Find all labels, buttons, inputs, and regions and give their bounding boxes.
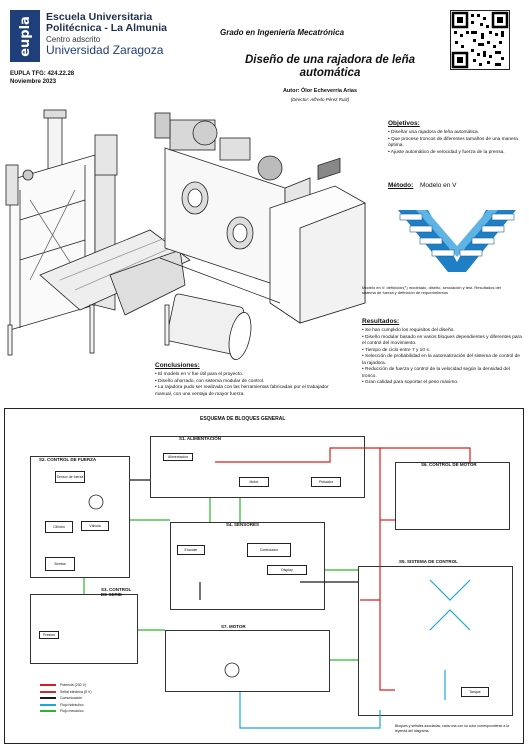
school-line-2: Politécnica - La Almunia	[46, 22, 167, 34]
objetivos-section: Objetivos: Diseñar una rajadora de leña …	[388, 120, 518, 156]
conclusiones-list: El modelo en V fue útil para el proyecto…	[155, 372, 340, 398]
objetivo-item: Que procese troncos de diferentes tamaño…	[388, 137, 518, 150]
legend-item: Flujo hidráulico	[40, 702, 92, 709]
subsystem-title: S2. CONTROL DE FUERZA	[39, 457, 97, 462]
resultado-item: Selección de probabilidad en la automati…	[362, 354, 522, 367]
diagram-legend: Potencia (230 V) Señal eléctrica (5 V) C…	[40, 682, 92, 715]
power-line	[215, 447, 381, 601]
subsystem-box: S1. ALIMENTACIÓN Alimentación Motor Puls…	[150, 436, 365, 498]
resultado-item: Diseño modular basado en varios bloques …	[362, 335, 522, 348]
resultados-section: Resultados: Se han cumplido los requisit…	[362, 318, 522, 387]
motor-symbol-icon	[224, 662, 240, 678]
director-line: (Director: Alfredo Pérez Ruiz)	[290, 97, 350, 102]
conclusion-item: Diseño ahorrado, con sistema modular de …	[155, 379, 340, 386]
resultado-item: Gran calidad para soportar el peso máxim…	[362, 380, 522, 387]
subsystem-box: S6. CONTROL DE MOTOR	[395, 462, 510, 530]
subsystem-box: S2. CONTROL DE FUERZA Sensor de fuerza C…	[30, 456, 130, 578]
diagram-note: Bloques y señales asociadas; cada una co…	[395, 724, 510, 733]
qr-code	[450, 10, 510, 70]
objetivos-title: Objetivos:	[388, 120, 420, 127]
resultados-title: Resultados:	[362, 318, 400, 325]
subsystem-title: S7. MOTOR	[221, 624, 246, 629]
metodo-value: Modelo en V	[420, 182, 457, 189]
legend-swatch	[40, 697, 56, 700]
node-motor: Motor	[239, 477, 269, 487]
node-tanque: Tanque	[461, 687, 489, 697]
poster-title: Diseño de una rajadora de leña automátic…	[245, 54, 415, 79]
conclusiones-title: Conclusiones:	[155, 362, 200, 369]
subsystem-box: S3. CONTROL DE SERIE Presión	[30, 587, 138, 664]
subsystem-box: S7. MOTOR	[165, 624, 330, 692]
legend-label: Flujo hidráulico	[60, 702, 84, 707]
school-line-3: Centro adscrito	[46, 35, 101, 44]
resultado-item: Reducción de fuerza y control de la velo…	[362, 367, 522, 380]
hydraulic-line	[239, 692, 381, 729]
legend-label: Potencia (230 V)	[60, 683, 87, 687]
node-display: Display	[267, 565, 307, 575]
degree-title: Grado en Ingeniería Mecatrónica	[220, 28, 345, 37]
legend-label: Comunicación	[60, 696, 83, 700]
legend-item: Comunicación	[40, 695, 92, 702]
objetivos-list: Diseñar una rajadora de leña automática.…	[388, 130, 518, 156]
legend-label: Flujo mecánico	[60, 709, 84, 713]
subsystem-box: S5. SISTEMA DE CONTROL Tanque	[358, 559, 513, 716]
v-model-diagram	[398, 210, 516, 272]
power-line	[379, 600, 395, 691]
v-model-shape	[398, 210, 516, 272]
resultado-item: Se han cumplido los requisitos del diseñ…	[362, 328, 522, 335]
motor-symbol-icon	[88, 494, 104, 510]
poster-meta: EUPLA TFG: 424.22.28 Noviembre 2023	[10, 70, 74, 86]
v-model-caption: Modelo en V: definición(°) modelado, dis…	[362, 285, 501, 295]
conclusion-item: El modelo en V fue útil para el proyecto…	[155, 372, 340, 379]
node-pulsador: Pulsador	[311, 477, 341, 487]
author-line: Autor: Ólor Echeverría Arias	[282, 88, 358, 94]
power-line	[380, 447, 471, 462]
subsystem-title: S1. ALIMENTACIÓN	[179, 436, 222, 441]
school-line-1: Escuela Universitaria	[46, 11, 153, 23]
legend-item: Potencia (230 V)	[40, 682, 92, 689]
legend-label: Señal eléctrica (5 V)	[60, 689, 92, 694]
legend-swatch	[40, 703, 56, 706]
legend-swatch	[40, 690, 56, 693]
hydraulic-line	[429, 579, 471, 631]
block-diagram-connections	[83, 447, 471, 729]
resultado-item: Tiempo de ciclo entre 7 y 10 s.	[362, 348, 522, 355]
qr-code-graphic	[451, 11, 509, 69]
subsystem-box: S4. SENSORES Encoder Controlador Display	[170, 522, 325, 610]
subsystem-title: S5. SISTEMA DE CONTROL	[399, 559, 458, 564]
metodo-label: Método:	[388, 182, 414, 189]
resultados-list: Se han cumplido los requisitos del diseñ…	[362, 328, 522, 387]
node-controlador: Controlador	[247, 543, 291, 557]
node-encoder: Encoder	[177, 545, 205, 555]
school-logo-text: Escuela Universitaria Politécnica - La A…	[46, 11, 196, 57]
node-presion: Presión	[39, 631, 59, 639]
node-cilindro: Cilindro	[45, 521, 73, 533]
legend-swatch	[40, 684, 56, 687]
objetivo-item: Ajuste automático de velocidad y fuerza …	[388, 150, 518, 157]
block-diagram-frame	[4, 408, 524, 744]
subsystem-title: S6. CONTROL DE MOTOR	[421, 462, 477, 467]
subsystem-title: S3. CONTROL DE SERIE	[101, 587, 132, 597]
logo-word: eupla	[17, 15, 33, 57]
university-name: Universidad Zaragoza	[46, 43, 164, 57]
legend-swatch	[40, 710, 56, 713]
tfg-code: EUPLA TFG: 424.22.28	[10, 71, 75, 77]
node-bomba: Bomba	[45, 557, 75, 571]
motor-cabinet-drawing	[154, 112, 366, 324]
node-alimentacion: Alimentación	[163, 453, 193, 461]
objetivo-item: Diseñar una rajadora de leña automática.	[388, 130, 518, 137]
node-sensor-fuerza: Sensor de fuerza	[55, 471, 85, 483]
subsystem-title: S4. SENSORES	[226, 522, 260, 527]
node-valvula: Válvula	[81, 521, 109, 531]
poster-date: Noviembre 2023	[10, 79, 57, 85]
eupla-logo: eupla	[10, 10, 40, 62]
block-diagram-title: ESQUEMA DE BLOQUES GENERAL	[200, 416, 286, 422]
wood-splitter-drawing	[5, 109, 252, 360]
legend-item: Señal eléctrica (5 V)	[40, 689, 92, 696]
conclusion-item: La rajadora pudo ser realizada con las h…	[155, 385, 340, 398]
legend-item: Flujo mecánico	[40, 708, 92, 715]
conclusiones-section: Conclusiones: El modelo en V fue útil pa…	[155, 362, 340, 398]
